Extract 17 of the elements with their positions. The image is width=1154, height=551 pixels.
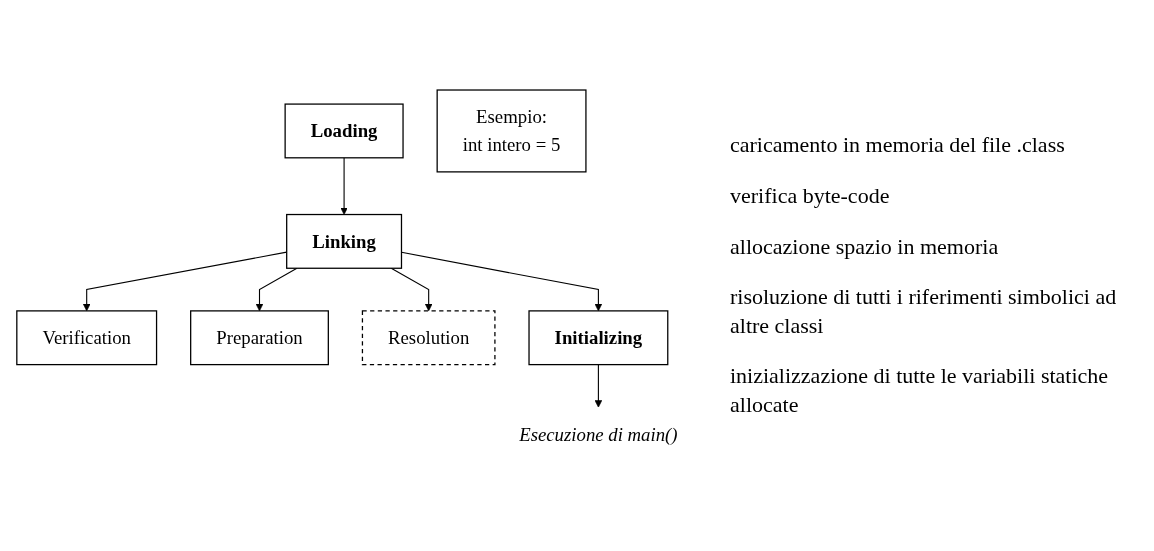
node-box: Linking (286, 213, 403, 269)
description-text: verifica byte-code (730, 182, 891, 210)
node-box: Loading (284, 103, 404, 159)
arrow (255, 267, 298, 312)
node-box: Preparation (190, 310, 329, 366)
arrow (594, 364, 603, 408)
node-box: Resolution (361, 310, 496, 366)
description-text: inizializzazione di tutte le variabili statiche allocate (730, 362, 1110, 419)
node-box: Esempio: int intero = 5 (436, 89, 587, 173)
node-box: Initializing (528, 310, 669, 366)
description-text: caricamento in memoria del file .class (730, 131, 1066, 160)
node-box: Verification (16, 310, 158, 366)
node-text: Esecuzione di main() (519, 423, 678, 445)
description-text: risoluzione di tutti i riferimenti simbolici ad altre classi (730, 283, 1118, 340)
description-text: allocazione spazio in memoria (730, 232, 1000, 261)
arrow (340, 157, 348, 215)
arrow (390, 267, 433, 312)
